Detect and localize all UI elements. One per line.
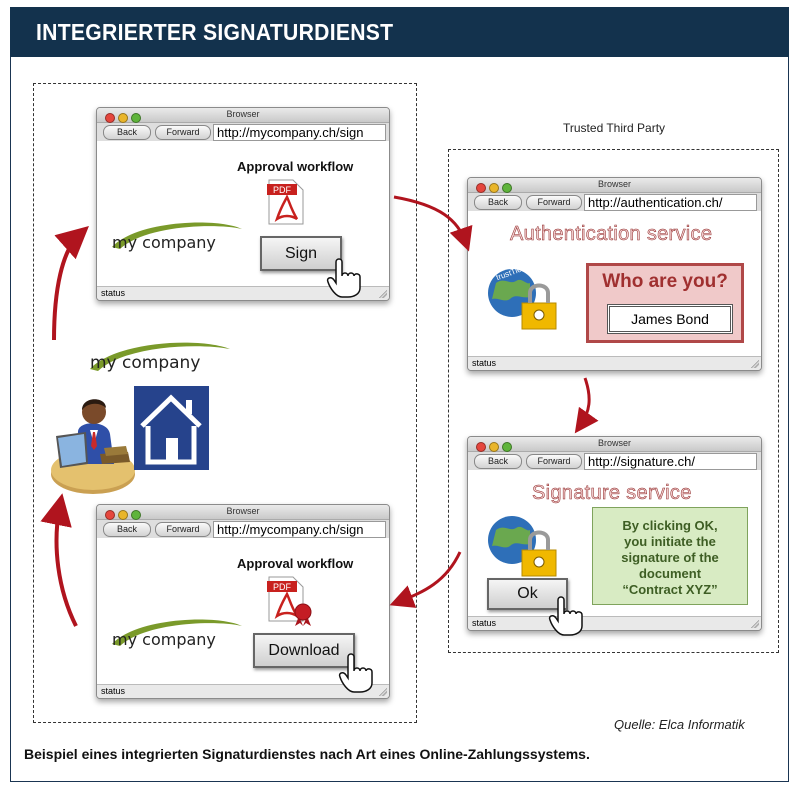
workflow-title: Approval workflow (237, 159, 354, 174)
back-button[interactable]: Back (103, 125, 151, 140)
close-dot-icon[interactable] (476, 442, 486, 452)
pdf-label: PDF (273, 185, 292, 195)
resize-grip-icon[interactable] (379, 688, 387, 696)
titlebar: Browser (97, 505, 389, 520)
workflow-title: Approval workflow (237, 556, 354, 571)
window-title: Browser (226, 506, 260, 516)
header-bar: INTEGRIERTER SIGNATURDIENST (10, 7, 789, 57)
hand-cursor-icon (548, 596, 583, 636)
resize-grip-icon[interactable] (751, 360, 759, 368)
arrow-to-download (389, 551, 462, 608)
company-logo-text: my company (112, 630, 216, 649)
signature-confirmation-box: By clicking OK, you initiate the signatu… (592, 507, 748, 605)
company-logo: my company (112, 619, 242, 649)
back-button[interactable]: Back (103, 522, 151, 537)
company-logo-large: my company (90, 342, 230, 373)
message-line: “Contract XYZ” (622, 582, 718, 597)
window-title: Browser (597, 179, 631, 189)
message-line: signature of the (621, 550, 719, 565)
arrow-to-user (40, 493, 78, 627)
figure-caption: Beispiel eines integrierten Signaturdien… (24, 746, 590, 762)
figure-title: INTEGRIERTER SIGNATURDIENST (36, 19, 394, 45)
window-title: Browser (597, 438, 631, 448)
hand-cursor-icon (326, 258, 361, 298)
zoom-dot-icon[interactable] (502, 442, 512, 452)
zoom-dot-icon[interactable] (131, 510, 141, 520)
browser-sign: Browser Back Forward http://mycompany.ch… (96, 107, 390, 301)
back-button[interactable]: Back (474, 454, 522, 469)
status-bar: status (97, 684, 389, 698)
hand-cursor-icon (338, 653, 373, 693)
service-title: Authentication service (510, 223, 713, 246)
address-bar[interactable]: http://signature.ch/ (584, 453, 757, 470)
who-are-you-question: Who are you? (602, 271, 728, 292)
forward-button[interactable]: Forward (526, 454, 582, 469)
signed-pdf-icon: PDF (267, 576, 312, 626)
sign-button[interactable]: Sign (260, 236, 342, 271)
window-title: Browser (226, 109, 260, 119)
trusted-party-zone (448, 149, 779, 653)
resize-grip-icon[interactable] (751, 620, 759, 628)
arrow-to-authentication (393, 195, 473, 252)
company-zone (33, 83, 417, 723)
trust-globe-lock-icon (488, 516, 557, 577)
browser-download: Browser Back Forward http://mycompany.ch… (96, 504, 390, 699)
browser-signature: Browser Back Forward http://signature.ch… (467, 436, 762, 631)
trusted-party-label: Trusted Third Party (563, 121, 666, 135)
pdf-icon: PDF (267, 179, 304, 225)
zoom-dot-icon[interactable] (131, 113, 141, 123)
back-button[interactable]: Back (474, 195, 522, 210)
arrow-to-sign (52, 226, 89, 341)
close-dot-icon[interactable] (105, 113, 115, 123)
message-line: you initiate the (624, 534, 716, 549)
minimize-dot-icon[interactable] (489, 442, 499, 452)
source-credit: Quelle: Elca Informatik (614, 717, 745, 732)
close-dot-icon[interactable] (105, 510, 115, 520)
name-input[interactable]: James Bond (607, 304, 733, 334)
download-button[interactable]: Download (253, 633, 355, 668)
user-at-desk-icon (51, 399, 135, 494)
message-line: document (638, 566, 702, 581)
forward-button[interactable]: Forward (526, 195, 582, 210)
forward-button[interactable]: Forward (155, 125, 211, 140)
status-bar: status (468, 356, 761, 370)
resize-grip-icon[interactable] (379, 290, 387, 298)
zoom-dot-icon[interactable] (502, 183, 512, 193)
minimize-dot-icon[interactable] (489, 183, 499, 193)
who-are-you-panel: Who are you? James Bond (586, 263, 744, 343)
ok-button[interactable]: Ok (487, 578, 568, 610)
close-dot-icon[interactable] (476, 183, 486, 193)
forward-button[interactable]: Forward (155, 522, 211, 537)
browser-auth: Browser Back Forward http://authenticati… (467, 177, 762, 371)
message-line: By clicking OK, (622, 518, 718, 533)
trust-globe-lock-icon: trustTier (488, 264, 557, 330)
service-title: Signature service (532, 482, 692, 505)
arrow-to-signature (574, 377, 599, 434)
status-bar: status (97, 286, 389, 300)
titlebar: Browser (468, 178, 761, 193)
titlebar: Browser (97, 108, 389, 123)
status-bar: status (468, 616, 761, 630)
house-icon (134, 386, 209, 470)
company-logo-text: my company (90, 353, 201, 373)
minimize-dot-icon[interactable] (118, 510, 128, 520)
minimize-dot-icon[interactable] (118, 113, 128, 123)
address-bar[interactable]: http://mycompany.ch/sign (213, 521, 386, 538)
company-logo-text: my company (112, 233, 216, 252)
company-logo: my company (112, 222, 242, 252)
address-bar[interactable]: http://authentication.ch/ (584, 194, 757, 211)
address-bar[interactable]: http://mycompany.ch/sign (213, 124, 386, 141)
titlebar: Browser (468, 437, 761, 452)
pdf-label: PDF (273, 582, 292, 592)
